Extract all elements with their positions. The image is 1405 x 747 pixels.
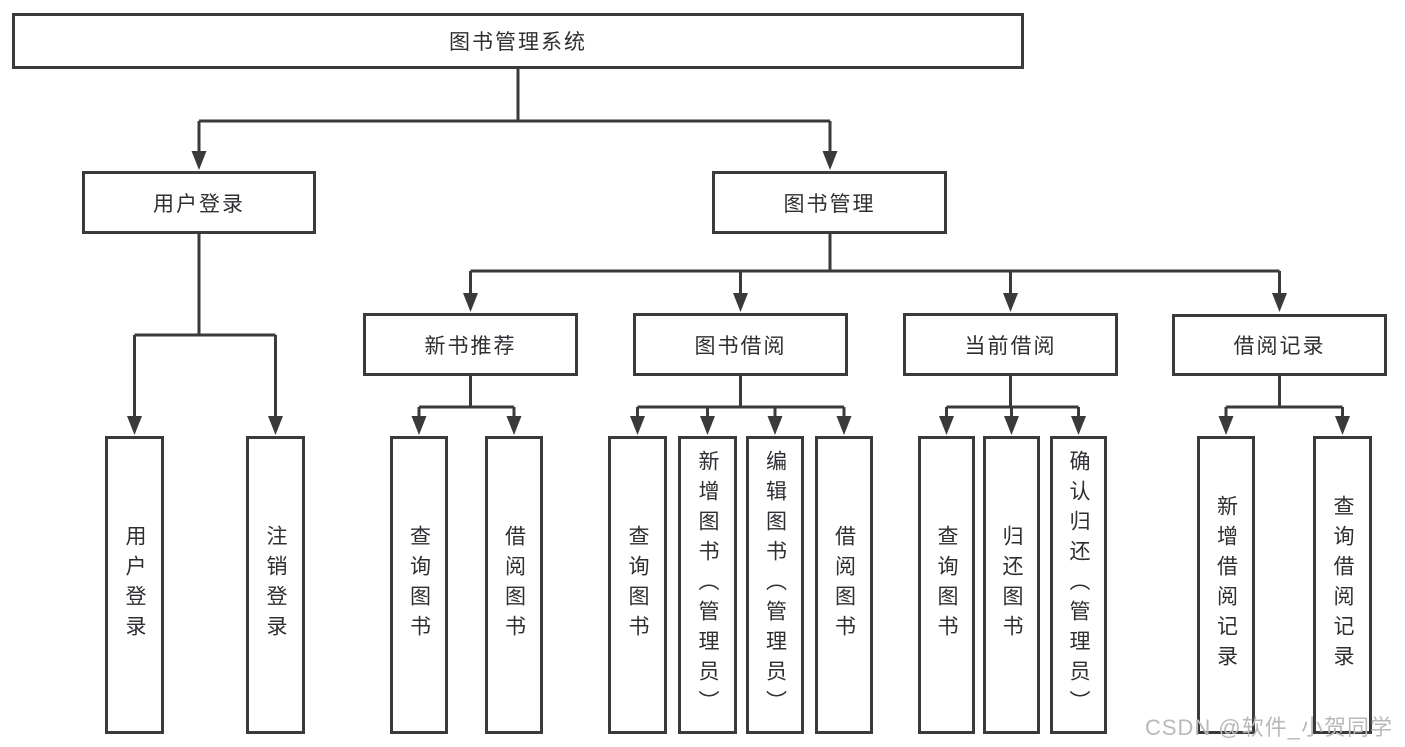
node-new-book-recommend-label: 新书推荐 <box>424 334 517 358</box>
node-book-borrow: 图书借阅 <box>633 313 848 376</box>
node-borrow-records: 借阅记录 <box>1172 314 1387 376</box>
watermark: CSDN @软件_小贺同学 <box>1144 715 1393 740</box>
node-book-borrow-label: 图书借阅 <box>694 334 787 358</box>
leaf-query-book-2: 查询图书 <box>608 436 667 734</box>
leaf-logout-label: 注销登录 <box>264 525 287 645</box>
leaf-query-book-1: 查询图书 <box>390 436 448 734</box>
leaf-query-book-2-label: 查询图书 <box>626 525 649 645</box>
node-current-borrow-label: 当前借阅 <box>964 334 1057 358</box>
leaf-borrow-book-2-label: 借阅图书 <box>832 525 856 645</box>
node-new-book-recommend: 新书推荐 <box>363 313 578 376</box>
leaf-query-book-3-label: 查询图书 <box>935 525 958 645</box>
leaf-borrow-book-2: 借阅图书 <box>815 436 873 734</box>
leaf-add-borrow-record-label: 新增借阅记录 <box>1214 495 1238 675</box>
node-user-login-label: 用户登录 <box>153 192 245 216</box>
leaf-add-borrow-record: 新增借阅记录 <box>1197 436 1255 734</box>
leaf-borrow-book-1: 借阅图书 <box>485 436 543 734</box>
node-user-login: 用户登录 <box>82 171 316 234</box>
leaf-return-book: 归还图书 <box>983 436 1040 734</box>
node-root-label: 图书管理系统 <box>449 31 587 54</box>
leaf-query-book-1-label: 查询图书 <box>407 525 431 645</box>
node-borrow-records-label: 借阅记录 <box>1233 335 1326 358</box>
leaf-query-borrow-record-label: 查询借阅记录 <box>1331 495 1354 675</box>
leaf-confirm-return-admin: 确认归还（管理员） <box>1050 436 1107 734</box>
leaf-logout: 注销登录 <box>246 436 305 734</box>
leaf-query-book-3: 查询图书 <box>918 436 975 734</box>
node-book-management-label: 图书管理 <box>783 192 876 216</box>
leaf-user-login: 用户登录 <box>105 436 164 734</box>
leaf-add-book-admin-label: 新增图书（管理员） <box>696 450 719 720</box>
leaf-edit-book-admin-label: 编辑图书（管理员） <box>763 450 787 720</box>
leaf-confirm-return-admin-label: 确认归还（管理员） <box>1067 450 1090 720</box>
leaf-query-borrow-record: 查询借阅记录 <box>1313 436 1372 734</box>
leaf-edit-book-admin: 编辑图书（管理员） <box>746 436 804 734</box>
node-root: 图书管理系统 <box>12 13 1024 69</box>
node-book-management: 图书管理 <box>712 171 947 234</box>
leaf-user-login-label: 用户登录 <box>123 525 146 645</box>
leaf-borrow-book-1-label: 借阅图书 <box>502 525 526 645</box>
leaf-add-book-admin: 新增图书（管理员） <box>678 436 737 734</box>
leaf-return-book-label: 归还图书 <box>1000 525 1023 645</box>
node-current-borrow: 当前借阅 <box>903 313 1118 376</box>
